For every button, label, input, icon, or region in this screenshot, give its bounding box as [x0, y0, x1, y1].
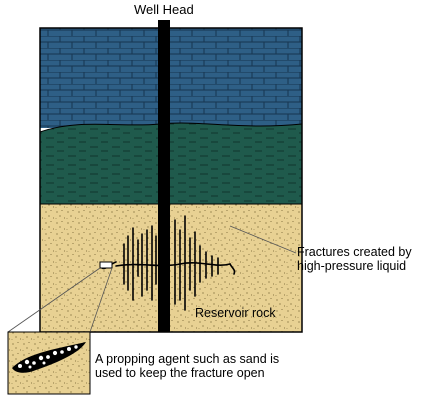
inset-leader-left — [7, 267, 101, 333]
propping-label-line1: A propping agent such as sand is — [95, 352, 280, 366]
reservoir-rock-layer — [40, 204, 302, 332]
brick-layer — [40, 28, 302, 128]
propping-agent-label: A propping agent such as sand is used to… — [95, 352, 279, 380]
diagram-frame — [39, 27, 303, 333]
sample-marker — [99, 261, 113, 269]
green-layer — [40, 123, 302, 204]
fractures-label: Fractures created by high-pressure liqui… — [297, 245, 412, 273]
propping-label-line2: used to keep the fracture open — [95, 366, 265, 380]
inset-leader-right — [89, 267, 113, 333]
fractures — [101, 215, 236, 311]
fractures-label-line1: Fractures created by — [297, 245, 412, 259]
fractures-leader — [229, 225, 297, 254]
sand-grains — [18, 345, 78, 369]
well-pipe — [158, 20, 170, 332]
reservoir-rock-label: Reservoir rock — [195, 306, 276, 320]
fractures-label-line2: high-pressure liquid — [297, 259, 407, 273]
well-head-label: Well Head — [134, 2, 194, 17]
